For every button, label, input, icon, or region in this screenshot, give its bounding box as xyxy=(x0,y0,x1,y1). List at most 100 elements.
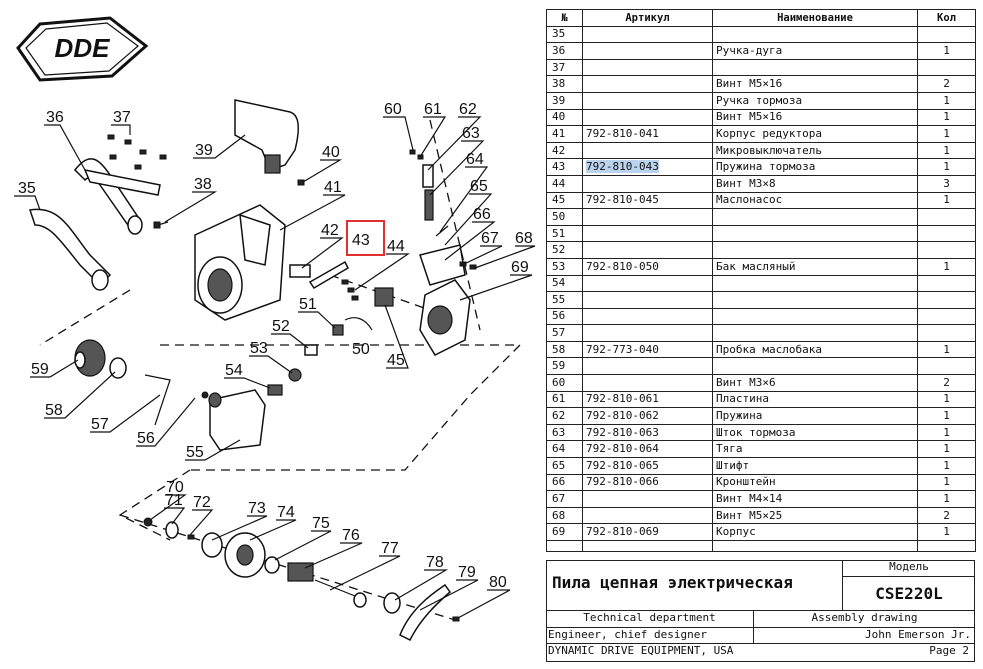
cell-num: 50 xyxy=(546,208,583,226)
cell-num: 56 xyxy=(546,307,583,326)
cell-qty: 1 xyxy=(917,490,976,508)
cell-article: 792-810-061 xyxy=(582,390,713,409)
cell-qty xyxy=(917,25,976,44)
cell-num: 66 xyxy=(546,473,583,492)
cell-num: 55 xyxy=(546,291,583,309)
cell-num: 45 xyxy=(546,191,583,210)
callout-38: 38 xyxy=(194,176,212,193)
cell-article: 792-773-040 xyxy=(582,340,713,359)
highlight-box-43 xyxy=(346,220,385,256)
cell-article xyxy=(582,141,713,160)
cell-num: 36 xyxy=(546,42,583,60)
part-44-screws xyxy=(341,279,359,301)
cell-qty xyxy=(917,324,976,342)
cell-blank xyxy=(917,540,976,552)
part-50-tube xyxy=(344,317,373,331)
callout-41: 41 xyxy=(324,179,342,196)
exploded-assembly-drawing: DDE xyxy=(14,16,536,642)
part-38-screw xyxy=(153,221,169,229)
cell-article xyxy=(582,42,713,60)
cell-qty: 1 xyxy=(917,473,976,492)
part-55-oil-tank xyxy=(208,389,266,451)
cell-article xyxy=(582,108,713,127)
cell-qty xyxy=(917,58,976,77)
cell-num: 53 xyxy=(546,257,583,276)
department: Technical department xyxy=(546,610,754,628)
part-42-microswitch xyxy=(289,264,311,278)
cell-name: Ручка-дуга xyxy=(712,42,918,60)
cell-name xyxy=(712,208,918,226)
cell-num: 44 xyxy=(546,174,583,193)
callout-37: 37 xyxy=(113,109,131,126)
part-60-68-brake-parts xyxy=(409,149,477,286)
cell-name xyxy=(712,324,918,342)
cell-name: Микровыключатель xyxy=(712,141,918,160)
callout-72: 72 xyxy=(193,494,211,511)
table-row: 51 xyxy=(546,224,976,243)
cell-article: 792-810-062 xyxy=(582,407,713,425)
cell-num: 65 xyxy=(546,457,583,475)
cell-qty: 1 xyxy=(917,523,976,541)
callout-61: 61 xyxy=(424,101,442,118)
header-article: Артикул xyxy=(582,9,713,27)
role: Engineer, chief designer xyxy=(546,627,754,644)
company: DYNAMIC DRIVE EQUIPMENT, USA xyxy=(548,644,734,657)
callout-62: 62 xyxy=(459,101,477,118)
callout-53: 53 xyxy=(250,340,268,357)
callout-77: 77 xyxy=(381,540,399,557)
cell-qty: 1 xyxy=(917,108,976,127)
cell-name xyxy=(712,274,918,293)
part-40-screw xyxy=(297,179,305,186)
callout-70: 70 xyxy=(166,479,184,496)
cell-qty: 1 xyxy=(917,457,976,475)
callout-73: 73 xyxy=(248,500,266,517)
cell-article xyxy=(582,374,713,392)
part-43-brake-spring xyxy=(308,260,349,290)
highlighted-article: 792-810-043 xyxy=(586,160,659,174)
cell-num: 52 xyxy=(546,241,583,259)
table-row-blank xyxy=(546,540,976,552)
table-row: 35 xyxy=(546,25,976,44)
cell-name: Корпус xyxy=(712,523,918,541)
cell-article: 792-810-063 xyxy=(582,423,713,442)
callout-43: 43 xyxy=(352,232,370,249)
cell-qty: 1 xyxy=(917,91,976,110)
cell-name xyxy=(712,224,918,243)
cell-num: 68 xyxy=(546,506,583,525)
callout-66: 66 xyxy=(473,206,491,223)
cell-article: 792-810-043 xyxy=(582,158,713,176)
cell-qty xyxy=(917,241,976,259)
callout-75: 75 xyxy=(312,515,330,532)
cell-name xyxy=(712,357,918,376)
cell-name: Маслонасос xyxy=(712,191,918,210)
callout-35: 35 xyxy=(18,180,36,197)
model-label: Модель xyxy=(842,560,975,577)
cell-qty xyxy=(917,274,976,293)
cell-name: Штифт xyxy=(712,457,918,475)
cell-name xyxy=(712,241,918,259)
cell-qty xyxy=(917,357,976,376)
cell-num: 60 xyxy=(546,374,583,392)
cell-article xyxy=(582,224,713,243)
cell-name xyxy=(712,25,918,44)
cell-article xyxy=(582,307,713,326)
header-num: № xyxy=(546,9,583,27)
cell-num: 41 xyxy=(546,125,583,143)
header-name: Наименование xyxy=(712,9,918,27)
callout-60: 60 xyxy=(384,101,402,118)
table-row: 57 xyxy=(546,324,976,342)
callout-68: 68 xyxy=(515,230,533,247)
company-footer: DYNAMIC DRIVE EQUIPMENT, USA Page 2 xyxy=(546,643,975,662)
cell-qty xyxy=(917,224,976,243)
part-70-80-drive-parts xyxy=(143,517,460,642)
cell-num: 67 xyxy=(546,490,583,508)
cell-num: 63 xyxy=(546,423,583,442)
